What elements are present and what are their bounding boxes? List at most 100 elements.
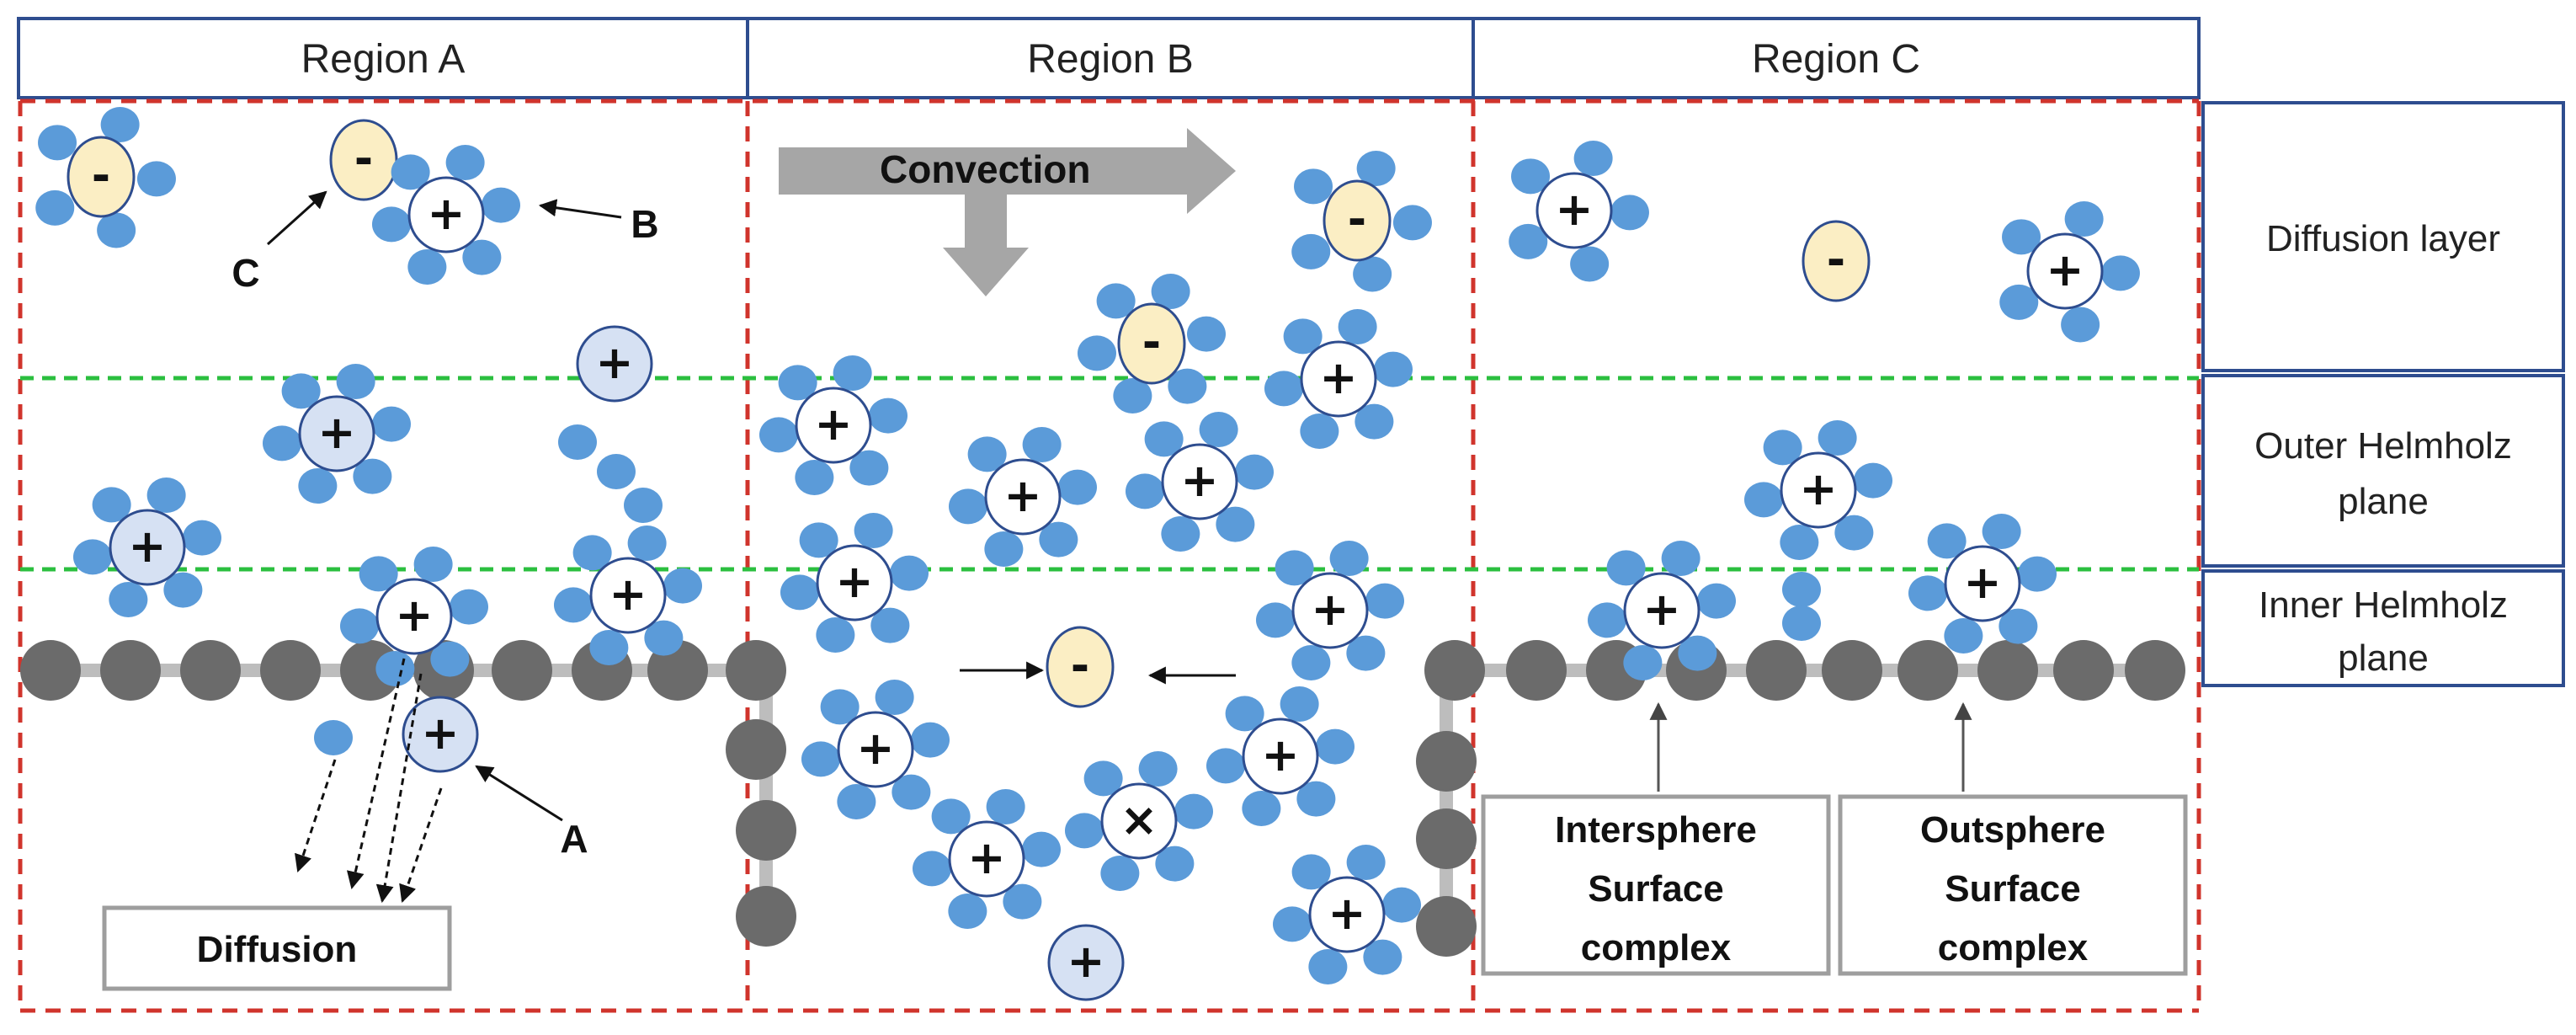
water-molecule (1329, 541, 1369, 577)
inner-helmholtz-box (2201, 569, 2565, 687)
water-molecule (1022, 831, 1062, 867)
water-molecule (799, 522, 838, 558)
surface-sphere (2125, 640, 2185, 701)
region-b-label: Region B (1027, 37, 1193, 82)
region-headers: Region A Region B Region C (17, 17, 2201, 99)
water-molecule (1511, 158, 1551, 195)
cation: + (1272, 845, 1422, 984)
region-b-header (746, 17, 1475, 99)
water-molecule (1058, 469, 1098, 505)
cation: + (1255, 541, 1405, 680)
water-molecule (391, 154, 430, 190)
outer-helmholtz-label-1: Outer Helmholz (2254, 425, 2512, 467)
water-molecule (572, 535, 612, 571)
arrow-b-pointer (538, 199, 622, 219)
water-molecule (146, 477, 186, 514)
bare-cation-sign: + (128, 520, 166, 573)
water-molecule (430, 641, 470, 677)
surface-sphere (1506, 640, 1567, 701)
cation-sign: + (967, 831, 1005, 884)
water-molecule (445, 145, 485, 181)
water-molecule (1022, 427, 1062, 463)
water-molecule (1999, 608, 2038, 644)
cation: + (553, 526, 703, 665)
water-molecule (163, 572, 203, 608)
water-molecule (262, 425, 301, 461)
water-molecule (891, 774, 931, 810)
water-molecule (372, 406, 412, 442)
bare-cation-sign: + (1067, 935, 1104, 988)
surface (20, 640, 2185, 957)
water-molecule (1275, 550, 1314, 586)
anion-sign: - (92, 149, 110, 202)
surface-sphere (726, 640, 786, 701)
diffusion-arrow-1 (295, 759, 337, 872)
water-molecule (2064, 201, 2104, 237)
region-c-label: Region C (1752, 37, 1920, 82)
water-molecule (1291, 644, 1331, 680)
surface-sphere (726, 719, 786, 780)
diffusion-layer-box (2201, 101, 2565, 372)
anion-sign: - (1348, 193, 1366, 246)
surface-sphere (1416, 896, 1477, 957)
cation-sign: + (1180, 454, 1218, 507)
water-molecule (1338, 309, 1377, 345)
water-molecule (100, 107, 140, 143)
water-molecule (375, 650, 415, 686)
water-molecule (450, 589, 489, 625)
water-molecule (875, 680, 914, 716)
water-molecule (816, 616, 855, 653)
water-molecule (1610, 195, 1649, 231)
water-molecule (1854, 462, 1893, 499)
water-molecule (371, 206, 411, 243)
water-molecule (1113, 377, 1152, 413)
cation-sign: + (1261, 728, 1299, 782)
diffusion-layer-label: Diffusion layer (2266, 218, 2500, 259)
water-molecule (1346, 845, 1386, 881)
convection-arrows: Convection (779, 128, 1236, 296)
water-molecule (407, 248, 447, 285)
outsphere-box (1838, 794, 2188, 976)
water-molecule (553, 587, 593, 623)
water-molecule (336, 364, 375, 400)
layer-legend: Diffusion layer Outer Helmholz plane Inn… (2201, 101, 2565, 687)
water-molecule (2100, 255, 2140, 291)
surface-sphere (1416, 731, 1477, 792)
cation: + (780, 513, 929, 653)
diffusion-label: Diffusion (197, 929, 358, 970)
arrow-c-pointer (266, 190, 327, 246)
water-molecule (1083, 760, 1123, 797)
outsphere-line-2: Surface (1945, 868, 2080, 910)
water-molecule (1908, 575, 1947, 611)
bare-cation: + (262, 364, 412, 504)
water-molecule (1161, 515, 1200, 552)
water-molecule (1096, 283, 1136, 319)
water-molecule (1155, 846, 1195, 882)
label-b: B (631, 202, 658, 246)
water-molecule (1353, 256, 1392, 292)
cation-sign: + (427, 187, 465, 240)
cation: + (1743, 420, 1893, 560)
anion-sign: - (1071, 639, 1089, 692)
surface-sphere (492, 640, 552, 701)
cation: + (912, 789, 1062, 929)
anion: - (1046, 626, 1115, 708)
water-molecule (1206, 748, 1245, 784)
water-molecule (1697, 583, 1737, 619)
cation: + (371, 145, 521, 285)
water-molecule (795, 459, 834, 495)
water-molecule (92, 487, 131, 523)
convection-label: Convection (880, 147, 1090, 191)
water-molecule (1125, 473, 1164, 509)
water-molecule (1661, 541, 1700, 577)
water-molecule (890, 555, 929, 591)
water-molecule (1509, 223, 1548, 259)
cation: + (758, 355, 908, 495)
cation-sign: + (814, 397, 852, 451)
water-molecule (1283, 318, 1323, 355)
anion: - (1802, 220, 1871, 302)
water-molecule (1573, 141, 1613, 177)
water-molecule (1818, 420, 1857, 456)
surface-sphere (1416, 808, 1477, 869)
arrow-a-pointer (475, 765, 563, 822)
